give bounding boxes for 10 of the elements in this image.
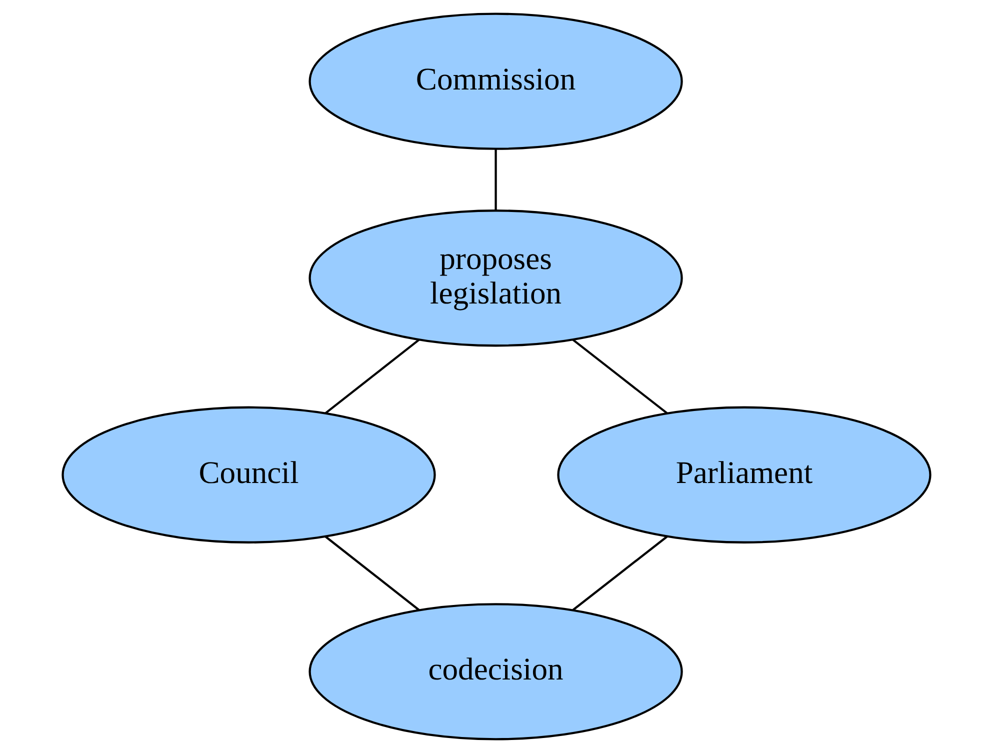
node-ellipse: proposes legislation xyxy=(308,210,683,347)
connector xyxy=(324,536,420,611)
node-ellipse: Parliament xyxy=(557,406,932,544)
node-ellipse: Council xyxy=(62,406,436,544)
node-ellipse: Commission xyxy=(308,12,683,150)
connector xyxy=(572,338,668,414)
connector xyxy=(572,536,668,611)
node-ellipse: codecision xyxy=(308,603,683,740)
connector xyxy=(494,148,497,210)
connector xyxy=(324,338,420,414)
